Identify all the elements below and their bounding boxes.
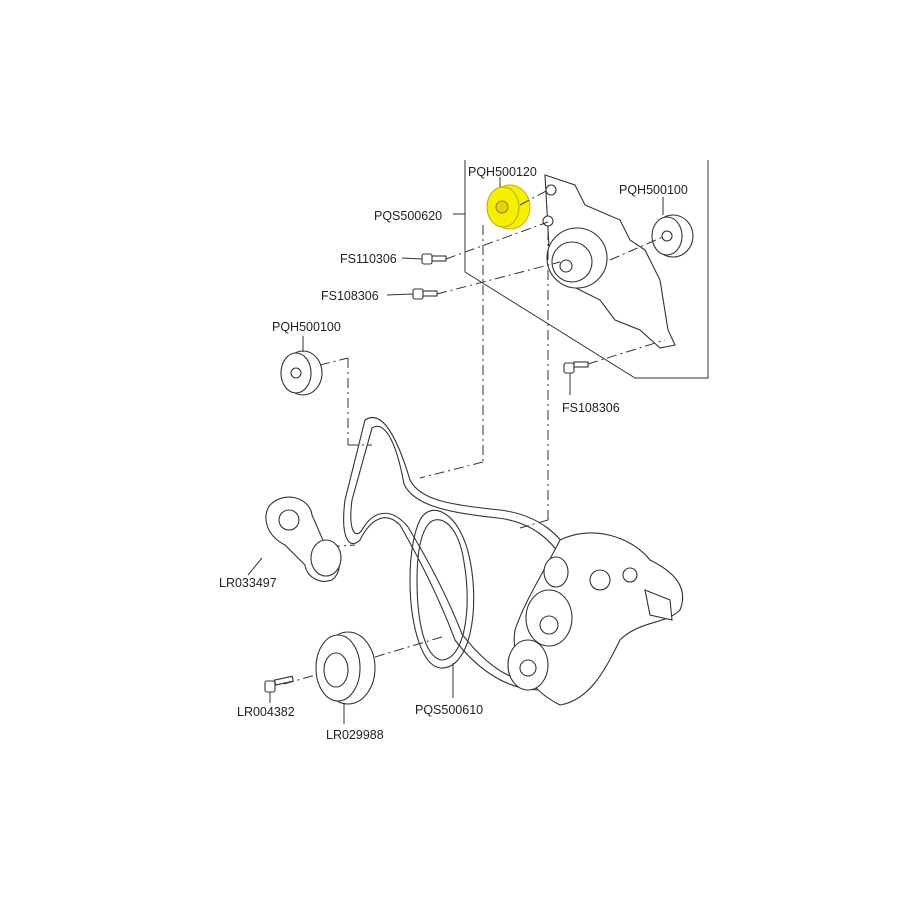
label-fs110306[interactable]: FS110306: [340, 252, 397, 266]
label-lr004382[interactable]: LR004382: [237, 705, 295, 719]
label-pqs500620[interactable]: PQS500620: [374, 209, 442, 223]
label-pqh500100-left[interactable]: PQH500100: [272, 320, 341, 334]
bolt-fs108306-bottom[interactable]: [563, 361, 589, 374]
mounting-bracket: [542, 174, 676, 349]
belt-tensioner[interactable]: [265, 496, 342, 582]
label-pqh500100-right[interactable]: PQH500100: [619, 183, 688, 197]
idler-pulley-right[interactable]: [651, 214, 694, 258]
crank-bolt[interactable]: [264, 675, 294, 693]
engine-front-cover: [507, 532, 684, 706]
idler-pulley-left[interactable]: [280, 350, 323, 396]
label-fs108306-left[interactable]: FS108306: [321, 289, 379, 303]
label-pqs500610[interactable]: PQS500610: [415, 703, 483, 717]
alignment-lines: [283, 189, 666, 685]
assembly-outline: [464, 160, 709, 379]
label-lr029988[interactable]: LR029988: [326, 728, 384, 742]
crankshaft-pulley[interactable]: [315, 631, 376, 705]
label-fs108306-bottom[interactable]: FS108306: [562, 401, 620, 415]
bolt-fs110306[interactable]: [421, 253, 447, 265]
leader-fs110306: [401, 257, 423, 260]
idler-pulley-highlighted[interactable]: [486, 184, 531, 230]
leader-lr033497: [247, 557, 263, 576]
bolt-fs108306-left[interactable]: [412, 288, 438, 300]
label-lr033497[interactable]: LR033497: [219, 576, 277, 590]
leader-fs108306-left: [386, 293, 414, 296]
label-pqh500120[interactable]: PQH500120: [468, 165, 537, 179]
